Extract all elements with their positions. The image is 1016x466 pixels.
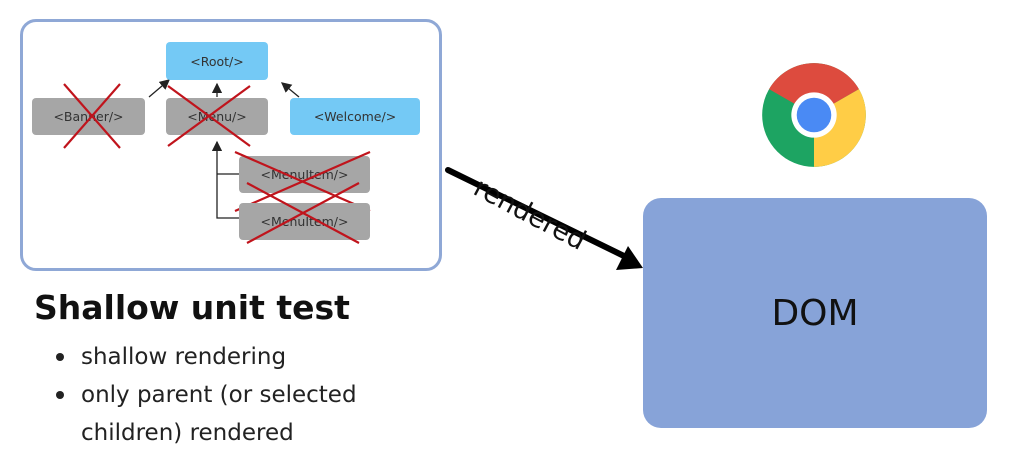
cross-out-mark [167, 85, 251, 147]
root-node: <Root/> [166, 42, 268, 80]
bullet-item: shallow rendering [56, 338, 416, 376]
cross-out-mark [63, 83, 121, 149]
root-node-label: <Root/> [190, 53, 244, 69]
edge-menuitems-menu [211, 140, 239, 219]
dom-label: DOM [771, 292, 859, 334]
chrome-icon [762, 63, 866, 167]
welcome-node-label: <Welcome/> [313, 109, 397, 124]
dom-box: DOM [643, 198, 987, 428]
tree-connectors [148, 79, 300, 219]
bullet-item: only parent (or selected children) rende… [56, 376, 416, 452]
cross-out-mark [246, 182, 360, 244]
edge-welcome-root [280, 82, 300, 98]
banner-node-label: <Banner/> [53, 109, 124, 124]
edge-banner-root [148, 79, 170, 98]
menu-item-node-2: <MenuItem/> [239, 182, 370, 244]
cross-out-mark [234, 150, 371, 213]
bullet-list: shallow rendering only parent (or select… [56, 338, 416, 452]
menu-item-node-1: <MenuItem/> [234, 150, 371, 213]
banner-node: <Banner/> [32, 83, 145, 149]
rendered-arrow [445, 167, 643, 270]
component-tree-panel: <Root/> <Banner/> <Menu/> <Welcome/> <Me… [20, 19, 442, 271]
menu-node: <Menu/> [166, 85, 268, 147]
welcome-node: <Welcome/> [290, 98, 420, 135]
slide-heading: Shallow unit test [34, 288, 350, 327]
